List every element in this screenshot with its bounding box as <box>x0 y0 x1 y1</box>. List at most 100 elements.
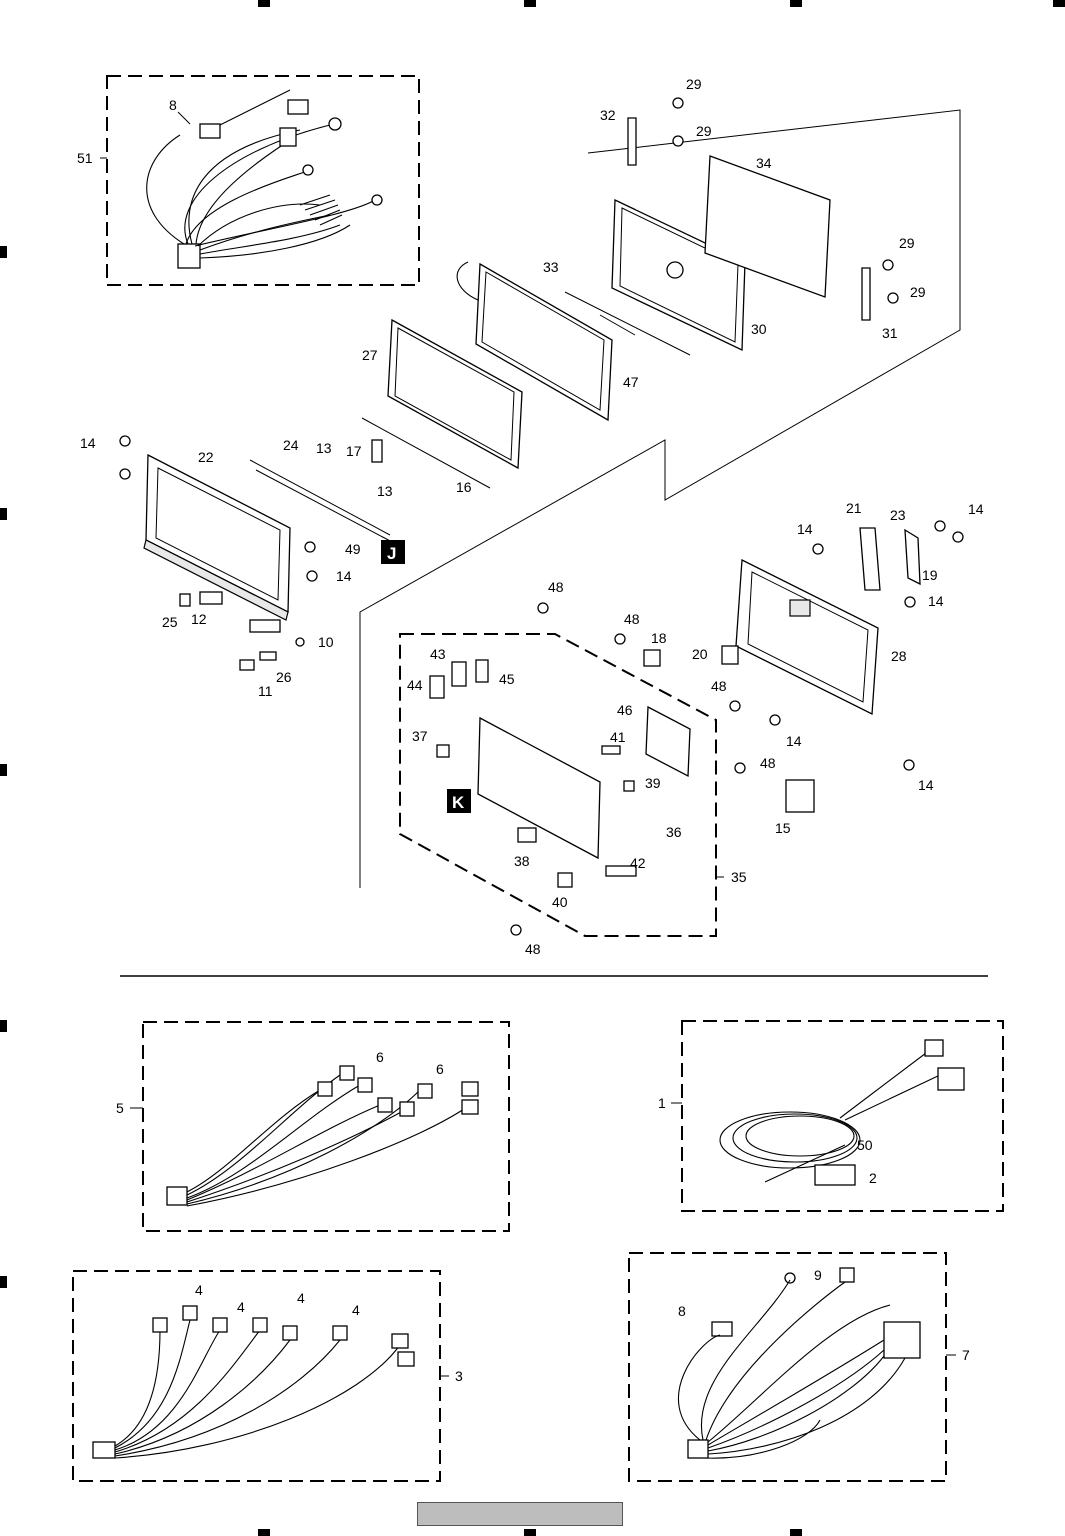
label-38: 38 <box>514 853 530 869</box>
label-4c: 4 <box>297 1290 305 1306</box>
ref-badge-k: K <box>447 789 471 813</box>
screws-14-right <box>769 520 964 771</box>
cable-1-box <box>681 1020 1004 1212</box>
label-4b: 4 <box>237 1299 245 1315</box>
strip-24 <box>249 459 395 544</box>
pcb-34 <box>704 155 831 298</box>
cable-21-19 <box>859 527 921 591</box>
label-50: 50 <box>857 1137 873 1153</box>
label-9: 9 <box>814 1267 822 1283</box>
label-12: 12 <box>191 611 207 627</box>
label-8b: 8 <box>678 1303 686 1319</box>
label-48d: 48 <box>760 755 776 771</box>
page-footer-box <box>417 1502 623 1526</box>
label-34: 34 <box>756 155 772 171</box>
label-48e: 48 <box>525 941 541 957</box>
label-31: 31 <box>882 325 898 341</box>
label-28: 28 <box>891 648 907 664</box>
label-32: 32 <box>600 107 616 123</box>
label-41: 41 <box>610 729 626 745</box>
shield-46 <box>645 705 691 778</box>
cable-3-box <box>72 1270 441 1482</box>
label-23: 23 <box>890 507 906 523</box>
part-15 <box>785 779 815 813</box>
label-42: 42 <box>630 855 646 871</box>
chassis-28 <box>735 558 879 716</box>
label-13b: 13 <box>377 483 393 499</box>
label-27: 27 <box>362 347 378 363</box>
label-39: 39 <box>645 775 661 791</box>
small-parts-35 <box>429 649 661 888</box>
pcb-35-box <box>399 633 717 937</box>
label-11: 11 <box>258 683 273 699</box>
screws-29 <box>672 97 899 304</box>
label-44: 44 <box>407 677 423 693</box>
label-29c: 29 <box>899 235 915 251</box>
ref-j: J <box>387 544 396 563</box>
label-13a: 13 <box>316 440 332 456</box>
screws-48 <box>510 602 746 936</box>
lcd-47 <box>456 261 613 422</box>
label-14d: 14 <box>968 501 984 517</box>
label-48a: 48 <box>548 579 564 595</box>
ref-badge-j: J <box>381 540 405 564</box>
sheet-33 <box>564 291 691 356</box>
touch-panel-27 <box>387 318 523 470</box>
harness-7-drawing <box>677 1267 921 1459</box>
part-20 <box>721 645 739 665</box>
strip-16 <box>361 417 491 489</box>
label-6b: 6 <box>436 1061 444 1077</box>
label-33: 33 <box>543 259 559 275</box>
ref-k: K <box>452 793 465 812</box>
label-15: 15 <box>775 820 791 836</box>
pcb-35 <box>477 716 601 860</box>
bracket-32 <box>627 117 637 166</box>
label-3: 3 <box>455 1368 463 1384</box>
label-14e: 14 <box>928 593 944 609</box>
label-18: 18 <box>651 630 667 646</box>
cable-5-drawing <box>166 1065 479 1207</box>
label-29a: 29 <box>686 76 702 92</box>
label-21: 21 <box>846 500 862 516</box>
label-49: 49 <box>345 541 361 557</box>
label-10: 10 <box>318 634 334 650</box>
screws-14-left <box>119 435 318 582</box>
label-14c: 14 <box>797 521 813 537</box>
label-24: 24 <box>283 437 299 453</box>
label-43: 43 <box>430 646 446 662</box>
label-40: 40 <box>552 894 568 910</box>
label-16: 16 <box>456 479 472 495</box>
label-14f: 14 <box>786 733 802 749</box>
label-30: 30 <box>751 321 767 337</box>
label-5: 5 <box>116 1100 124 1116</box>
label-7: 7 <box>962 1347 970 1363</box>
frame-30 <box>611 198 746 352</box>
label-35: 35 <box>731 869 747 885</box>
harness-51-box <box>106 75 420 286</box>
label-25: 25 <box>162 614 178 630</box>
label-17: 17 <box>346 443 362 459</box>
label-29b: 29 <box>696 123 712 139</box>
bezel-22 <box>143 453 291 621</box>
label-48b: 48 <box>624 611 640 627</box>
label-2: 2 <box>869 1170 877 1186</box>
bracket-31 <box>861 267 871 321</box>
label-45: 45 <box>499 671 515 687</box>
cable-1-drawing <box>719 1039 965 1186</box>
label-1: 1 <box>658 1095 666 1111</box>
label-14a: 14 <box>80 435 96 451</box>
label-20: 20 <box>692 646 708 662</box>
label-51: 51 <box>77 150 93 166</box>
harness-51-drawing <box>146 89 383 269</box>
label-14g: 14 <box>918 777 934 793</box>
label-29d: 29 <box>910 284 926 300</box>
frame-outline-top <box>359 109 961 888</box>
cable-5-box <box>142 1021 510 1232</box>
label-37: 37 <box>412 728 428 744</box>
small-parts-bezel <box>179 591 305 671</box>
label-6a: 6 <box>376 1049 384 1065</box>
cable-3-drawing <box>92 1305 415 1459</box>
label-36: 36 <box>666 824 682 840</box>
